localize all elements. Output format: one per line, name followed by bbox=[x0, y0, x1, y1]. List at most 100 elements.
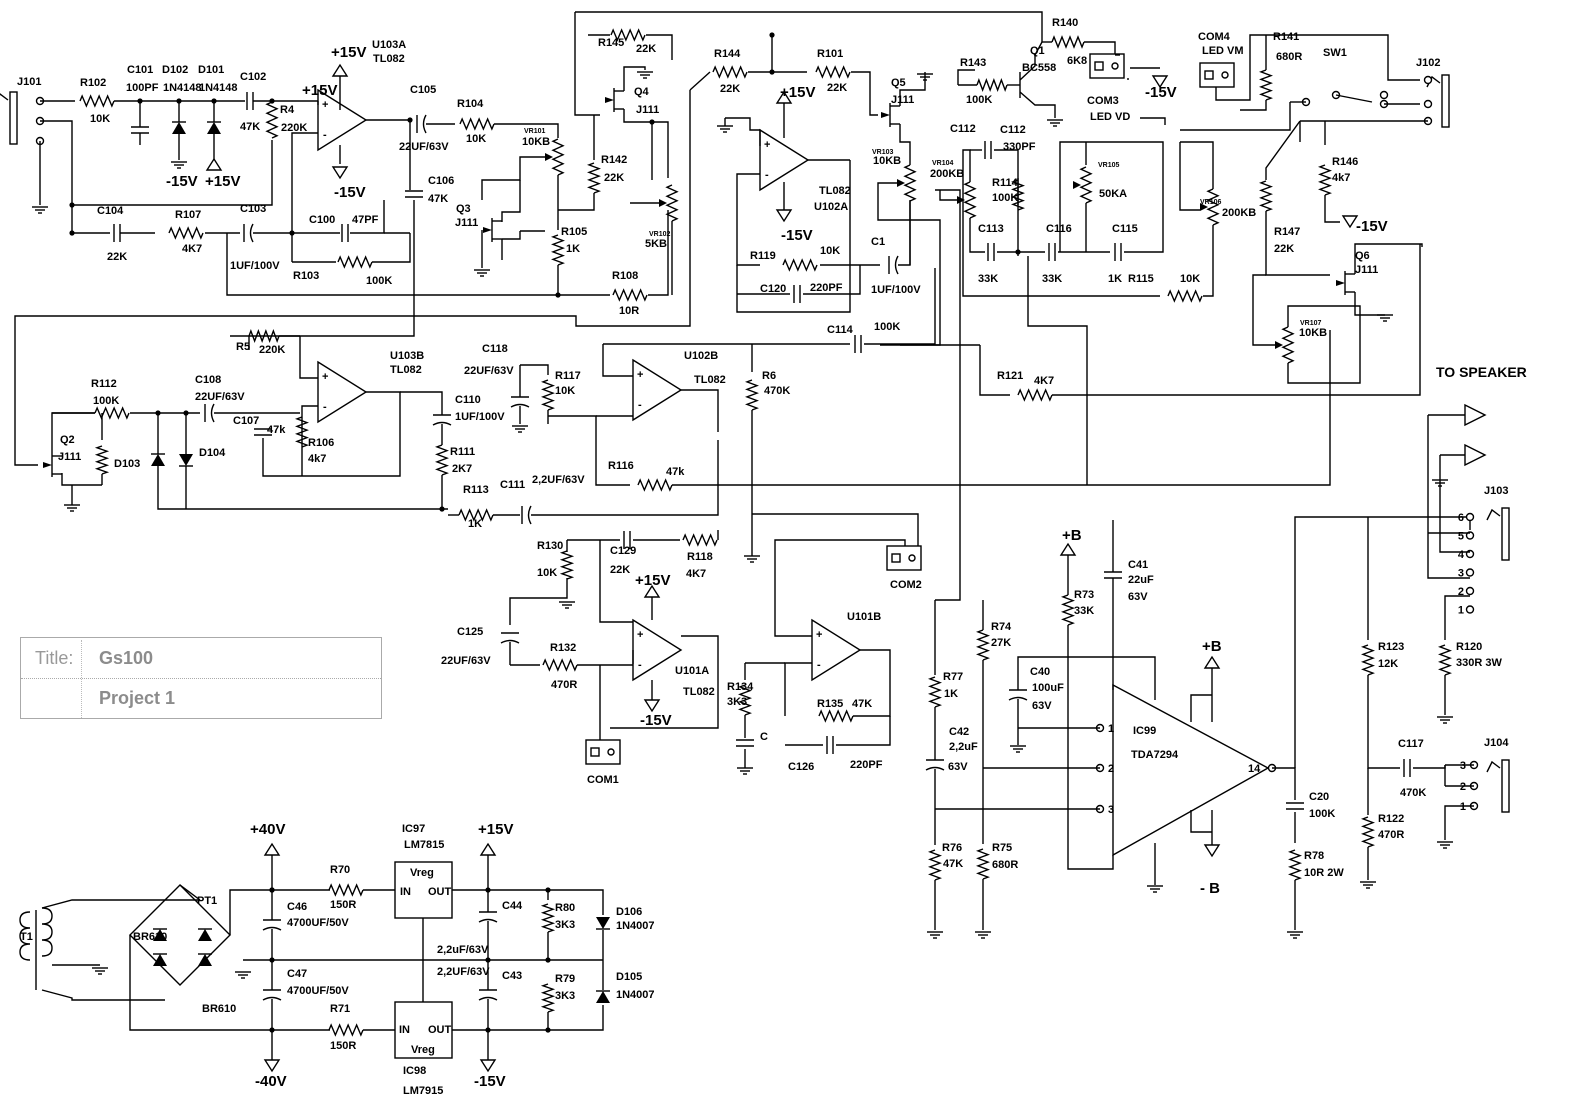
wire bbox=[1427, 415, 1470, 579]
label-c102v: 47K bbox=[240, 121, 260, 133]
label-r73: R73 bbox=[1074, 589, 1094, 601]
junction-dot bbox=[137, 98, 143, 104]
wire bbox=[574, 12, 600, 116]
label-c103: C103 bbox=[240, 203, 266, 215]
label-r135v: 47K bbox=[852, 698, 872, 710]
wire bbox=[1444, 805, 1474, 840]
jfet-icon bbox=[483, 227, 492, 233]
label-c120v: 220PF bbox=[810, 282, 843, 294]
wire bbox=[610, 635, 719, 729]
title-block: Title: Gs100 Project 1 bbox=[20, 637, 382, 719]
label-c115: C115 bbox=[1112, 223, 1138, 235]
label-c126: C126 bbox=[788, 761, 814, 773]
label-j111: J111 bbox=[891, 94, 914, 106]
label-com3: COM3 bbox=[1087, 95, 1119, 107]
label-r140: R140 bbox=[1052, 17, 1078, 29]
resistor bbox=[1167, 289, 1203, 303]
label-u101b: U101B bbox=[847, 611, 881, 623]
label-c106v: 47K bbox=[428, 193, 448, 205]
label-c111v: 2,2UF/63V bbox=[532, 474, 585, 486]
label-r78v: 10R 2W bbox=[1304, 867, 1344, 879]
resistor bbox=[94, 445, 110, 475]
junction-dot bbox=[545, 1027, 551, 1033]
wire bbox=[784, 662, 812, 716]
capacitor bbox=[210, 403, 215, 423]
label-c101v: 100PF bbox=[126, 82, 159, 94]
label-c117v: 470K bbox=[1400, 787, 1426, 799]
label-vreg: Vreg bbox=[410, 867, 434, 879]
capacitor bbox=[478, 996, 498, 1001]
wire bbox=[899, 72, 926, 106]
label-r111: R111 bbox=[450, 446, 475, 458]
junction-dot bbox=[485, 1027, 491, 1033]
label-r117: R117 bbox=[555, 370, 581, 382]
jfet-icon bbox=[881, 112, 890, 118]
wire bbox=[672, 330, 1331, 486]
resistor bbox=[1259, 180, 1273, 212]
label-c118v: 22UF/63V bbox=[464, 365, 514, 377]
opamp-u101b bbox=[811, 618, 862, 682]
resistor bbox=[265, 101, 279, 139]
label-r116: R116 bbox=[608, 460, 634, 472]
label-com4: COM4 bbox=[1198, 31, 1231, 43]
label-u101a: U101A bbox=[675, 665, 709, 677]
wire bbox=[157, 466, 448, 510]
pin-number: 3 bbox=[1460, 760, 1466, 772]
resistor bbox=[610, 28, 646, 42]
label-c41v2: 63V bbox=[1128, 591, 1148, 603]
jack-icon bbox=[1486, 508, 1501, 521]
wire bbox=[129, 935, 272, 1031]
opamp-u103b bbox=[317, 360, 368, 424]
wire bbox=[531, 440, 719, 516]
regulator-ic98 bbox=[394, 1001, 453, 1059]
diode-icon bbox=[172, 122, 186, 134]
label-r5v: 220K bbox=[259, 344, 285, 356]
label-c126v: 220PF bbox=[850, 759, 883, 771]
resistor bbox=[976, 848, 990, 880]
junction-dot bbox=[485, 887, 491, 893]
label-vr105: VR105 bbox=[1098, 162, 1120, 169]
supply-arrow-icon bbox=[1203, 655, 1221, 669]
pin-number: 3 bbox=[1458, 568, 1464, 580]
diode-icon bbox=[596, 991, 610, 1003]
resistor bbox=[1051, 35, 1085, 49]
wire bbox=[1335, 94, 1373, 103]
supply-arrow-icon bbox=[479, 842, 497, 856]
wire bbox=[1294, 516, 1471, 768]
wire bbox=[979, 345, 1010, 396]
label-r5: R5 bbox=[236, 341, 250, 353]
label-m15: -15V bbox=[1145, 84, 1177, 101]
jack-icon bbox=[1486, 760, 1501, 773]
jack-icon bbox=[0, 93, 9, 101]
label-r77: R77 bbox=[943, 671, 963, 683]
label-br610: BR610 bbox=[133, 931, 167, 943]
wire bbox=[291, 132, 318, 233]
wire bbox=[481, 156, 545, 200]
wire bbox=[1265, 120, 1301, 180]
label-j102: J102 bbox=[1416, 57, 1440, 69]
resistor bbox=[168, 226, 204, 240]
label-r130: R130 bbox=[537, 540, 563, 552]
label-c43: C43 bbox=[502, 970, 522, 982]
wire bbox=[1215, 34, 1420, 101]
label-tl082: TL082 bbox=[683, 686, 715, 698]
label-j111: J111 bbox=[1355, 264, 1378, 276]
label-j111: J111 bbox=[58, 451, 81, 463]
wire bbox=[623, 109, 653, 180]
terminal-icon bbox=[1465, 568, 1475, 577]
label-p40: +40V bbox=[250, 821, 285, 838]
wire bbox=[1287, 305, 1361, 384]
wire bbox=[648, 210, 669, 296]
jack-icon bbox=[1441, 74, 1450, 128]
label-r134: R134 bbox=[727, 681, 754, 693]
label-r130v: 10K bbox=[537, 567, 557, 579]
wire bbox=[1272, 767, 1296, 800]
plus-sign: + bbox=[816, 629, 822, 641]
capacitor bbox=[249, 223, 254, 243]
resistor bbox=[337, 255, 373, 269]
speaker-arrow-icon bbox=[1428, 403, 1487, 427]
speaker-arrow-icon bbox=[1440, 443, 1487, 467]
label-c104: C104 bbox=[97, 205, 124, 217]
connector-icon bbox=[1111, 62, 1119, 70]
